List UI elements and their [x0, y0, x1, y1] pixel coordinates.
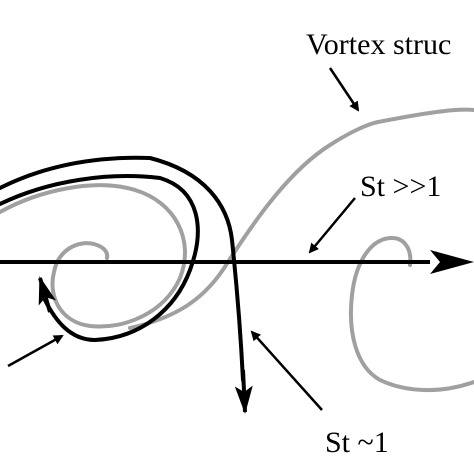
particle-path-st-low: [0, 155, 245, 382]
particle-path-st-low-arrow: [234, 369, 253, 414]
st-low-label-pointer: [250, 330, 323, 411]
vortex-label-pointer: [328, 67, 360, 112]
vortex-structure-label: Vortex struc: [306, 28, 451, 61]
st-high-arrowhead: [430, 250, 474, 274]
st-high-label: St >>1: [360, 170, 441, 203]
left-spiral-pointer: [7, 334, 64, 368]
st-high-label-pointer: [308, 197, 356, 254]
inner-spiral-arrow: [38, 276, 56, 313]
vortex-structure-left: [0, 183, 187, 329]
st-low-label: St ~1: [325, 426, 389, 459]
vortex-structure-right: [348, 107, 474, 392]
vortex-structure-connection: [128, 120, 380, 330]
